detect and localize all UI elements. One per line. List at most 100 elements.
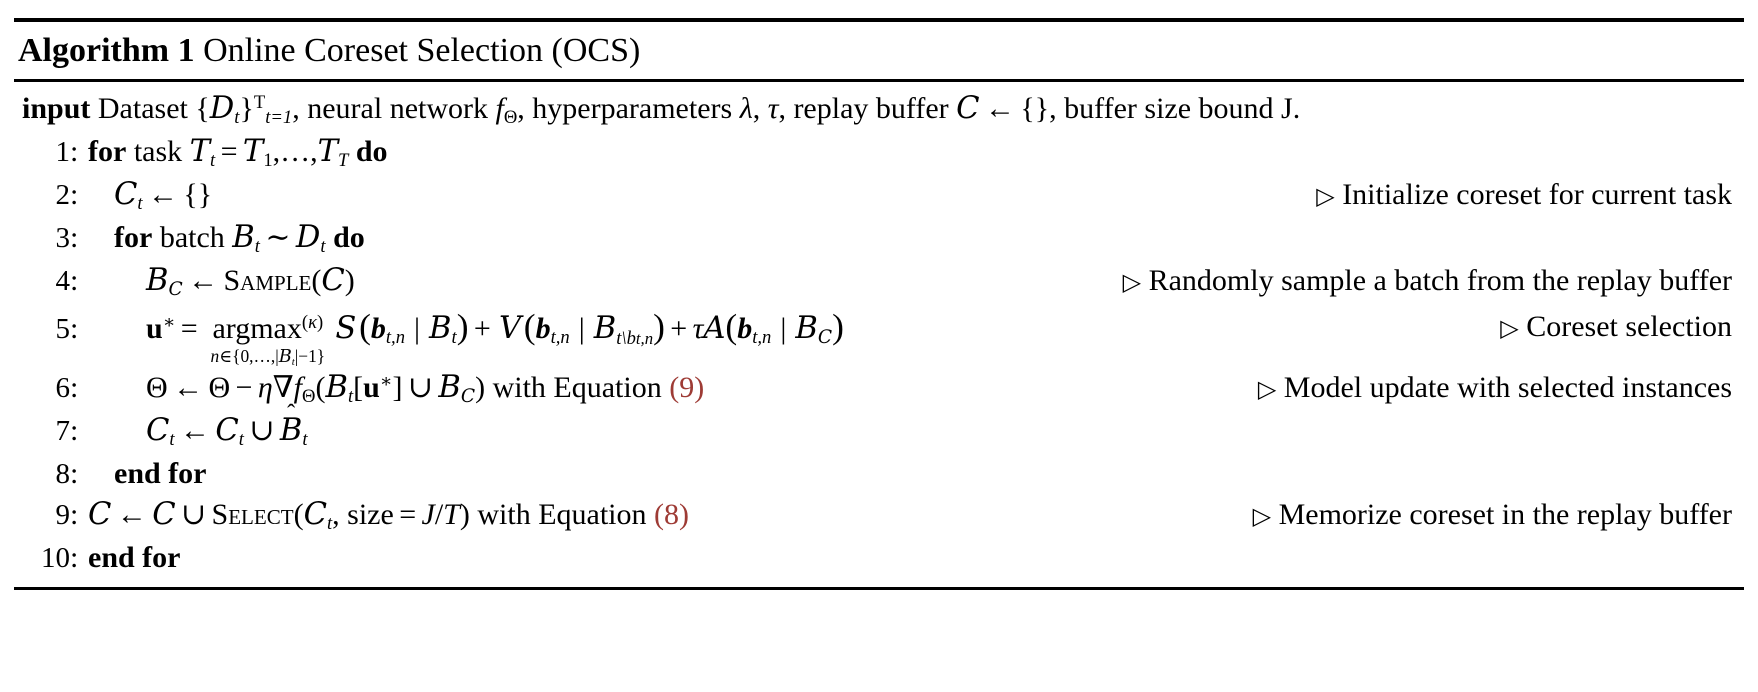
subscript-t-2: t bbox=[137, 193, 143, 215]
line-number-3: 3 bbox=[55, 221, 71, 254]
minus-6: − bbox=[235, 371, 253, 405]
algorithm-line-9: 9 : C←C∪Select(Ct, size=J/T) with Equati… bbox=[18, 494, 1740, 537]
symbol-batch-B-6b: B bbox=[438, 370, 461, 406]
kappa-glyph: κ bbox=[308, 312, 317, 334]
paren-open-5b: ( bbox=[523, 306, 536, 347]
subscript-t-1: t bbox=[210, 150, 216, 172]
symbol-u-star: u bbox=[146, 312, 163, 346]
line-colon-7: : bbox=[70, 414, 79, 448]
symbol-f-6: f bbox=[293, 371, 303, 405]
equation-ref-8: (8) bbox=[654, 498, 689, 532]
subscript-theta-6: Θ bbox=[302, 386, 316, 408]
algorithm-line-3: 3 : for batch Bt∼Dt do bbox=[18, 217, 1740, 260]
algorithm-line-1: 1 : for task Tt=T1,…,TT do bbox=[18, 131, 1740, 174]
symbol-score-S: S bbox=[335, 311, 357, 347]
line-content-6: Θ←Θ−η∇fΘ(Bt[u∗]∪BC) with Equation (9) bbox=[84, 367, 704, 410]
input-text-network: , neural network bbox=[292, 92, 496, 126]
paren-open-4: ( bbox=[311, 263, 322, 297]
symbol-affinity-A: A bbox=[703, 311, 726, 347]
paren-close-6: ) bbox=[475, 371, 486, 405]
symbol-batch-B-7: B bbox=[279, 413, 303, 449]
word-batch: batch bbox=[159, 220, 225, 254]
symbol-coreset-C-4: C bbox=[321, 262, 345, 298]
comma-9: , bbox=[332, 498, 348, 532]
equals-9: = bbox=[399, 498, 417, 532]
subscript-T-1: T bbox=[338, 150, 349, 172]
line-colon-2: : bbox=[70, 177, 79, 211]
symbol-b-vector-2: b bbox=[535, 312, 551, 346]
symbol-coreset-C: C bbox=[956, 91, 980, 127]
superscript-star-5: ∗ bbox=[162, 312, 176, 334]
subscript-t-setminus-b: t\bt,n bbox=[616, 327, 654, 349]
comment-text-9: Memorize coreset in the replay buffer bbox=[1278, 498, 1732, 532]
algorithm-line-6: 6 : Θ←Θ−η∇fΘ(Bt[u∗]∪BC) with Equation (9… bbox=[18, 367, 1740, 410]
superscript-star-6: ∗ bbox=[379, 371, 393, 393]
line-number-9: 9 bbox=[55, 499, 71, 532]
symbol-J: J bbox=[421, 498, 435, 532]
union-7: ∪ bbox=[249, 414, 275, 448]
symbol-coreset-C-9c: C bbox=[303, 497, 327, 533]
symbol-tau-5: τ bbox=[692, 312, 704, 346]
line-number-4: 4 bbox=[55, 264, 71, 297]
line-number-10: 10 bbox=[41, 542, 70, 575]
arrow-left-4: ← bbox=[188, 263, 219, 297]
empty-braces-1: {} bbox=[1020, 92, 1050, 126]
keyword-do-3: do bbox=[333, 220, 365, 254]
symbol-nabla-6: ∇ bbox=[272, 371, 294, 405]
plus-5b: + bbox=[670, 312, 688, 346]
subscript-t-3: t bbox=[254, 235, 260, 257]
symbol-task-T-3: T bbox=[317, 133, 339, 169]
symbol-b-vector-3: b bbox=[737, 312, 753, 346]
keyword-for-1: for bbox=[88, 134, 127, 168]
keyword-for-3: for bbox=[114, 220, 153, 254]
subscript-C-4: C bbox=[168, 278, 183, 300]
word-size: size bbox=[347, 498, 394, 532]
subscript-tn-2: t,n bbox=[550, 327, 570, 349]
rule-middle bbox=[14, 79, 1744, 83]
elem-of-glyph: ∈ bbox=[219, 345, 233, 366]
rule-top bbox=[14, 18, 1744, 22]
superscript-T: T bbox=[253, 91, 266, 113]
symbol-u-6: u bbox=[363, 371, 380, 405]
subscript-t-3b: t bbox=[320, 235, 326, 257]
line-content-7: Ct←Ct∪̂Bt bbox=[84, 410, 308, 453]
symbol-diversity-V: V bbox=[498, 311, 522, 347]
line-colon-1: : bbox=[70, 134, 79, 168]
line-content-3: for batch Bt∼Dt do bbox=[84, 217, 365, 260]
line-content-10: end for bbox=[84, 537, 181, 578]
symbol-task-T-2: T bbox=[242, 133, 264, 169]
line-number-1: 1 bbox=[55, 135, 71, 168]
line-comment-6: ▷ Model update with selected instances bbox=[1258, 367, 1732, 408]
bracket-open-6: [ bbox=[353, 371, 364, 405]
line-number-5: 5 bbox=[55, 313, 71, 346]
var-n: n bbox=[210, 345, 220, 366]
paren-close-5b: ) bbox=[653, 306, 665, 347]
argmax-subscript-range: n∈{0,…,|Bt|−1} bbox=[210, 345, 326, 368]
paren-close-5a: ) bbox=[456, 306, 469, 347]
symbol-coreset-C-2: C bbox=[114, 176, 138, 212]
input-text-dataset: Dataset { bbox=[97, 92, 210, 126]
comment-text-6: Model update with selected instances bbox=[1283, 371, 1732, 405]
input-line: input Dataset {Dt}Tt=1, neural network f… bbox=[18, 88, 1740, 131]
input-keyword: input bbox=[22, 92, 91, 126]
symbol-dataset-D-3: D bbox=[295, 219, 321, 255]
triangle-icon-6: ▷ bbox=[1257, 377, 1277, 404]
algorithm-label: Algorithm 1 bbox=[18, 32, 195, 69]
function-select: Select bbox=[211, 498, 294, 532]
line-content-2: Ct←{} bbox=[84, 174, 212, 217]
subscript-t-6: t bbox=[347, 386, 354, 408]
algorithm-title: Algorithm 1 Online Coreset Selection (OC… bbox=[14, 22, 1744, 79]
line-colon-10: : bbox=[70, 541, 79, 575]
conditional-bar-3: | bbox=[780, 312, 787, 346]
with-equation-9: with Equation bbox=[477, 498, 647, 532]
hat-batch-B-7: ̂B bbox=[280, 410, 302, 452]
algorithm-line-4: 4 : BC←Sample(C) ▷ Randomly sample a bat… bbox=[18, 260, 1740, 303]
keyword-end-for-10: end for bbox=[88, 541, 181, 575]
line-content-5: u∗=argmax(κ)n∈{0,…,|Bt|−1}S(bt,n|Bt)+V(b… bbox=[84, 302, 844, 367]
argmax-text: argmax bbox=[212, 312, 302, 346]
plus-5a: + bbox=[473, 312, 491, 346]
subscript-t-equals-1: t=1 bbox=[265, 107, 293, 129]
arrow-left-2: ← bbox=[147, 177, 178, 211]
input-text-replay: , replay buffer bbox=[778, 92, 957, 126]
keyword-do-1: do bbox=[355, 134, 388, 168]
